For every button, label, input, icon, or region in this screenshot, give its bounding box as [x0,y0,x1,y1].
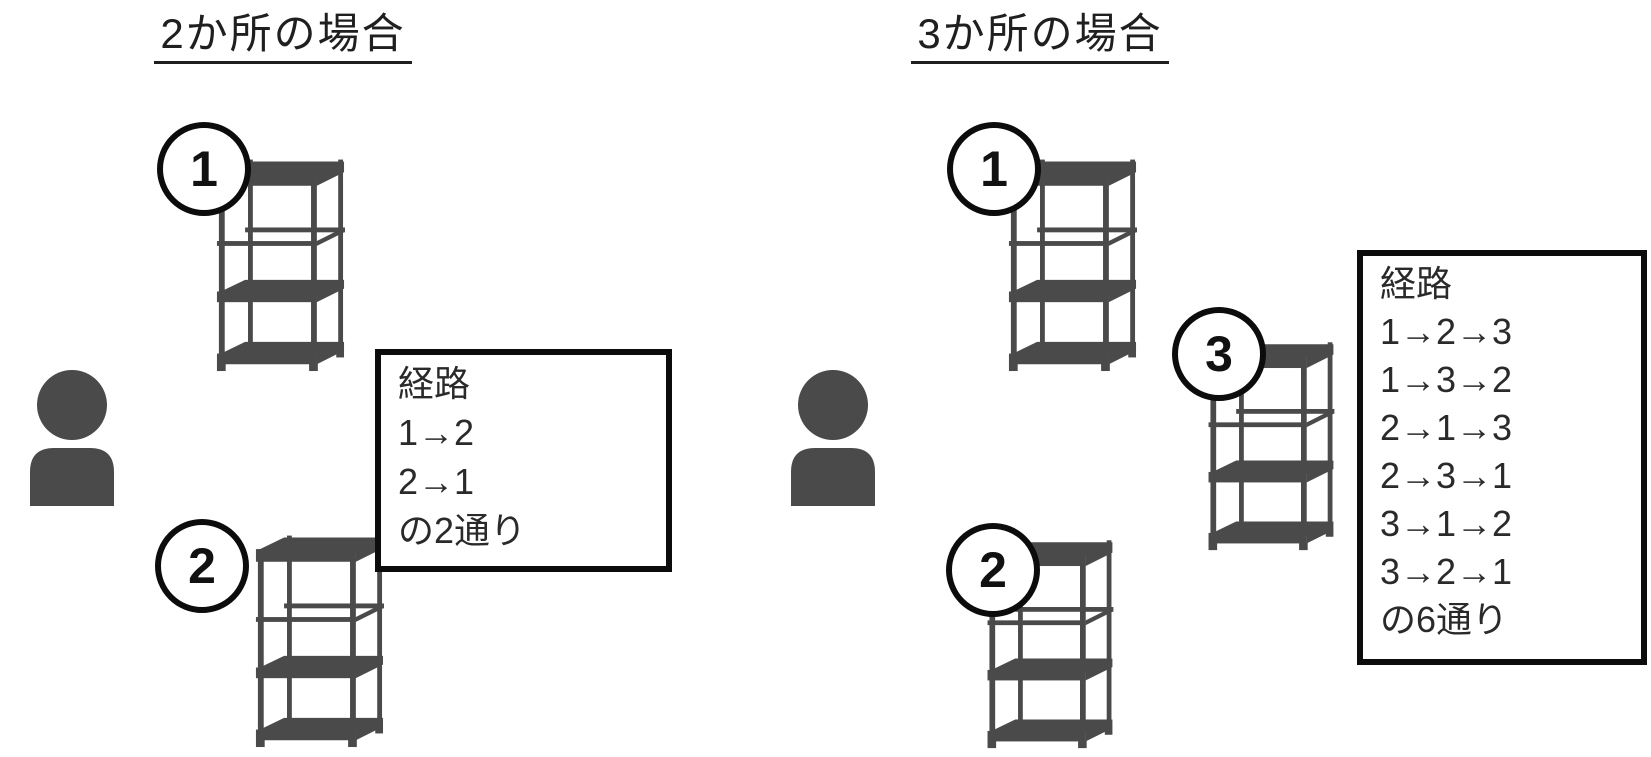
right-panel-title: 3か所の場合 [892,7,1188,68]
route-line: 1→2 [398,412,475,453]
route-line: 3→2→1 [1380,551,1513,592]
location-marker-2: 2 [946,523,1040,617]
route-line: の2通り [398,510,527,551]
route-line: 経路 [398,363,471,404]
route-line: 3→1→2 [1380,503,1513,544]
right-route-list-box: 経路 1→2→3 1→3→2 2→1→3 2→3→1 3→1→2 3→2→1 の… [1357,250,1647,665]
route-line: 2→3→1 [1380,455,1513,496]
person-icon [791,370,875,506]
location-marker-1: 1 [947,122,1041,216]
right-panel-title-text: 3か所の場合 [911,11,1169,64]
person-icon [30,370,114,506]
location-number: 3 [1205,326,1233,382]
left-panel-title: 2か所の場合 [128,7,438,68]
route-line: 2→1→3 [1380,407,1513,448]
location-marker-2: 2 [155,519,249,613]
location-number: 1 [980,141,1008,197]
left-route-list-box: 経路 1→2 2→1 の2通り [375,349,672,572]
route-line: 2→1 [398,461,475,502]
left-panel-title-text: 2か所の場合 [154,11,412,64]
route-line: の6通り [1380,599,1509,640]
location-number: 1 [190,141,218,197]
location-number: 2 [188,538,216,594]
shelf-rack-icon [255,535,384,748]
route-line: 1→3→2 [1380,359,1513,400]
route-line: 1→2→3 [1380,311,1513,352]
location-number: 2 [979,542,1007,598]
location-marker-3: 3 [1172,307,1266,401]
route-line: 経路 [1380,263,1453,304]
location-marker-1: 1 [157,122,251,216]
